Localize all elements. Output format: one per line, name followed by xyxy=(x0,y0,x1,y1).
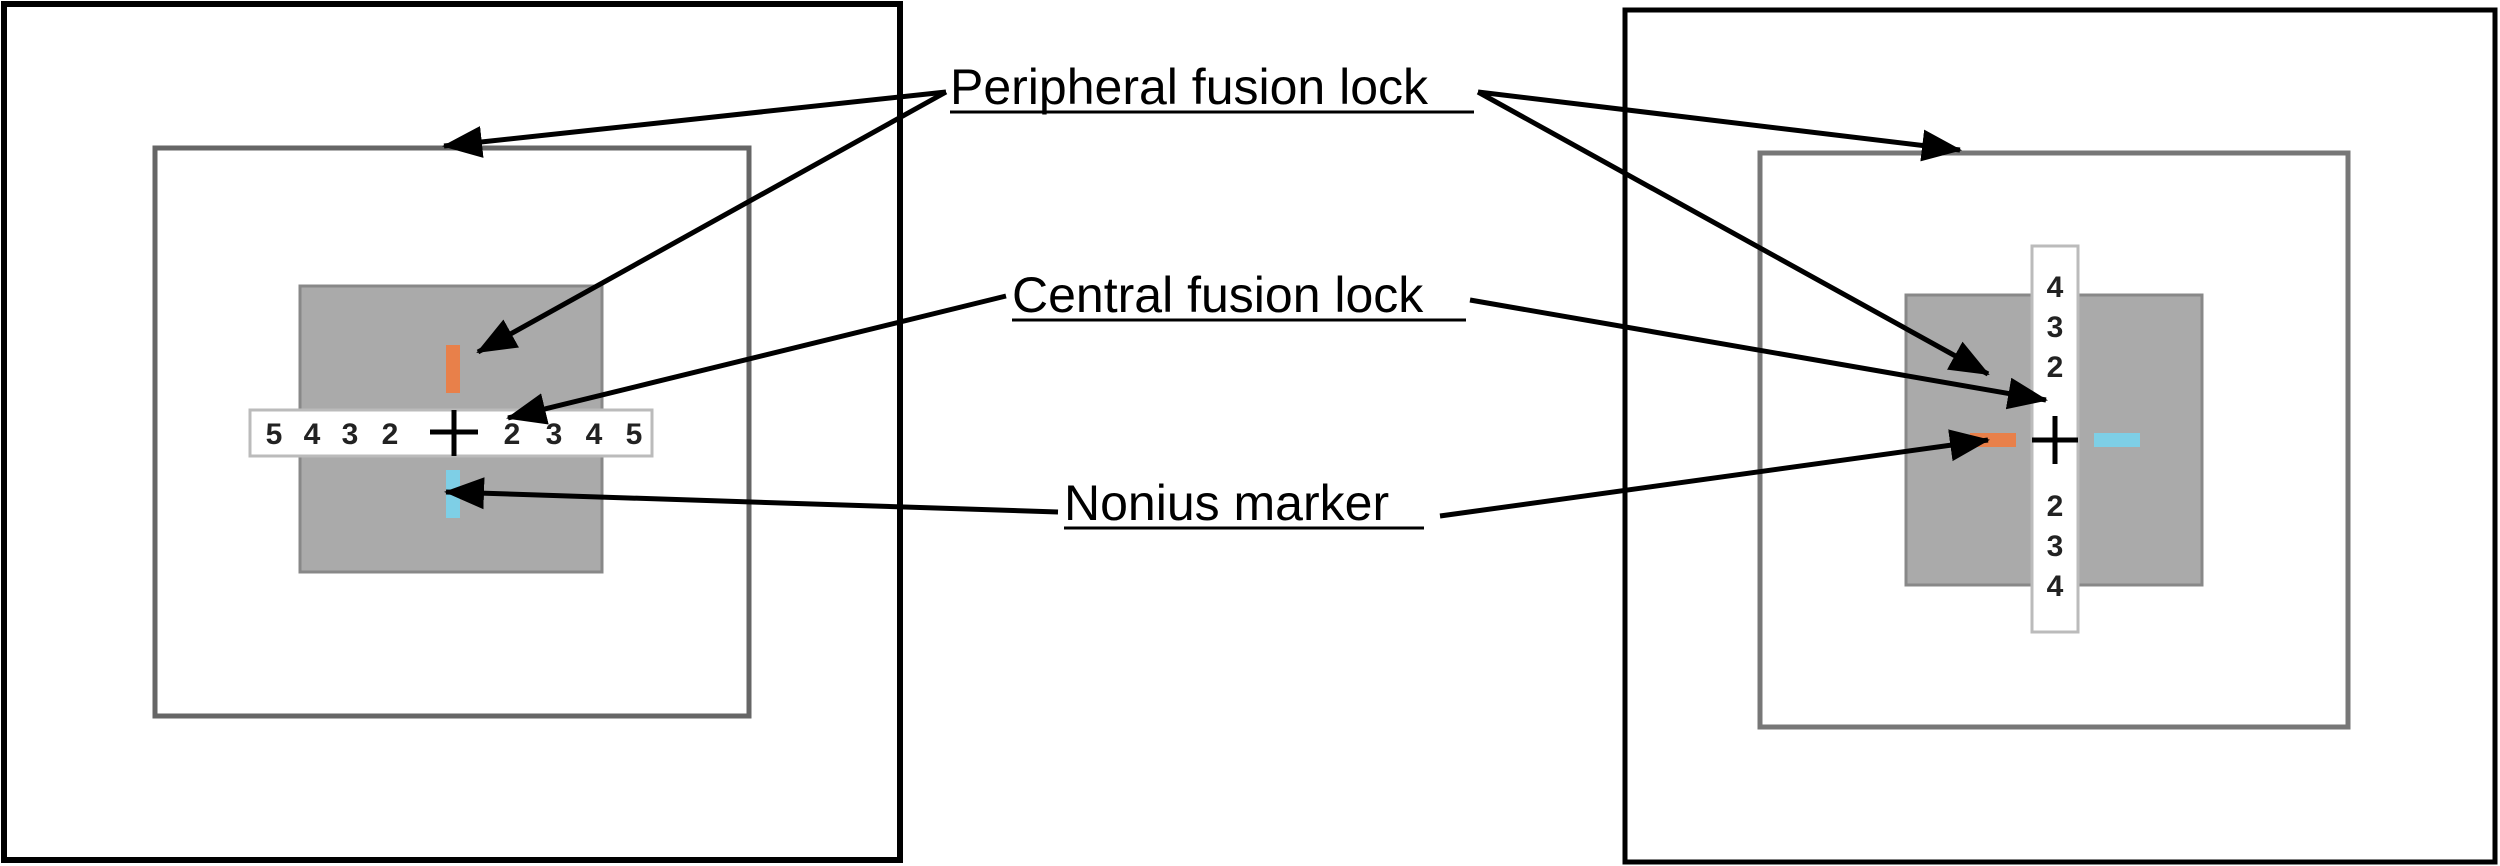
left-scale-num: 3 xyxy=(546,418,563,451)
arrow-peripheral-right-frame xyxy=(1477,89,1962,162)
right-scale-num: 4 xyxy=(2047,271,2064,304)
arrow-central-left xyxy=(506,293,1007,425)
right-scale-num: 4 xyxy=(2047,570,2064,603)
arrow-peripheral-right-marker xyxy=(1476,89,1990,377)
right-stimulus: 4 3 2 2 3 4 xyxy=(1622,7,2498,865)
arrow-nonius-right xyxy=(1439,429,1990,519)
right-cyan-marker xyxy=(2094,433,2140,447)
arrow-peripheral-left-marker xyxy=(476,89,948,355)
left-scale-num: 4 xyxy=(304,418,321,451)
left-scale-num: 5 xyxy=(626,418,643,451)
nonius-marker-label: Nonius marker xyxy=(1064,475,1389,531)
right-fixation-cross xyxy=(2032,416,2078,464)
arrows xyxy=(442,89,2048,519)
central-fusion-lock-label: Central fusion lock xyxy=(1012,267,1424,323)
right-scale-num: 2 xyxy=(2047,351,2064,384)
left-scale-num: 2 xyxy=(504,418,521,451)
left-fixation-cross xyxy=(430,410,478,456)
left-scale-num: 4 xyxy=(586,418,603,451)
peripheral-fusion-lock-label: Peripheral fusion lock xyxy=(950,59,1429,115)
right-scale-num: 3 xyxy=(2047,311,2064,344)
arrow-nonius-left xyxy=(444,477,1059,515)
right-scale-numbers: 4 3 2 2 3 4 xyxy=(2047,271,2064,603)
right-scale-num: 3 xyxy=(2047,530,2064,563)
left-stimulus: 5 4 3 2 2 3 4 5 xyxy=(1,1,903,863)
left-scale-num: 2 xyxy=(382,418,399,451)
arrow-peripheral-left-frame xyxy=(442,89,947,158)
left-scale-num: 3 xyxy=(342,418,359,451)
labels: Peripheral fusion lock Central fusion lo… xyxy=(950,59,1474,531)
left-scale-numbers: 5 4 3 2 2 3 4 5 xyxy=(266,418,643,451)
arrow-central-right xyxy=(1469,297,2048,410)
left-scale-num: 5 xyxy=(266,418,283,451)
right-scale-num: 2 xyxy=(2047,490,2064,523)
left-orange-marker xyxy=(446,345,460,393)
